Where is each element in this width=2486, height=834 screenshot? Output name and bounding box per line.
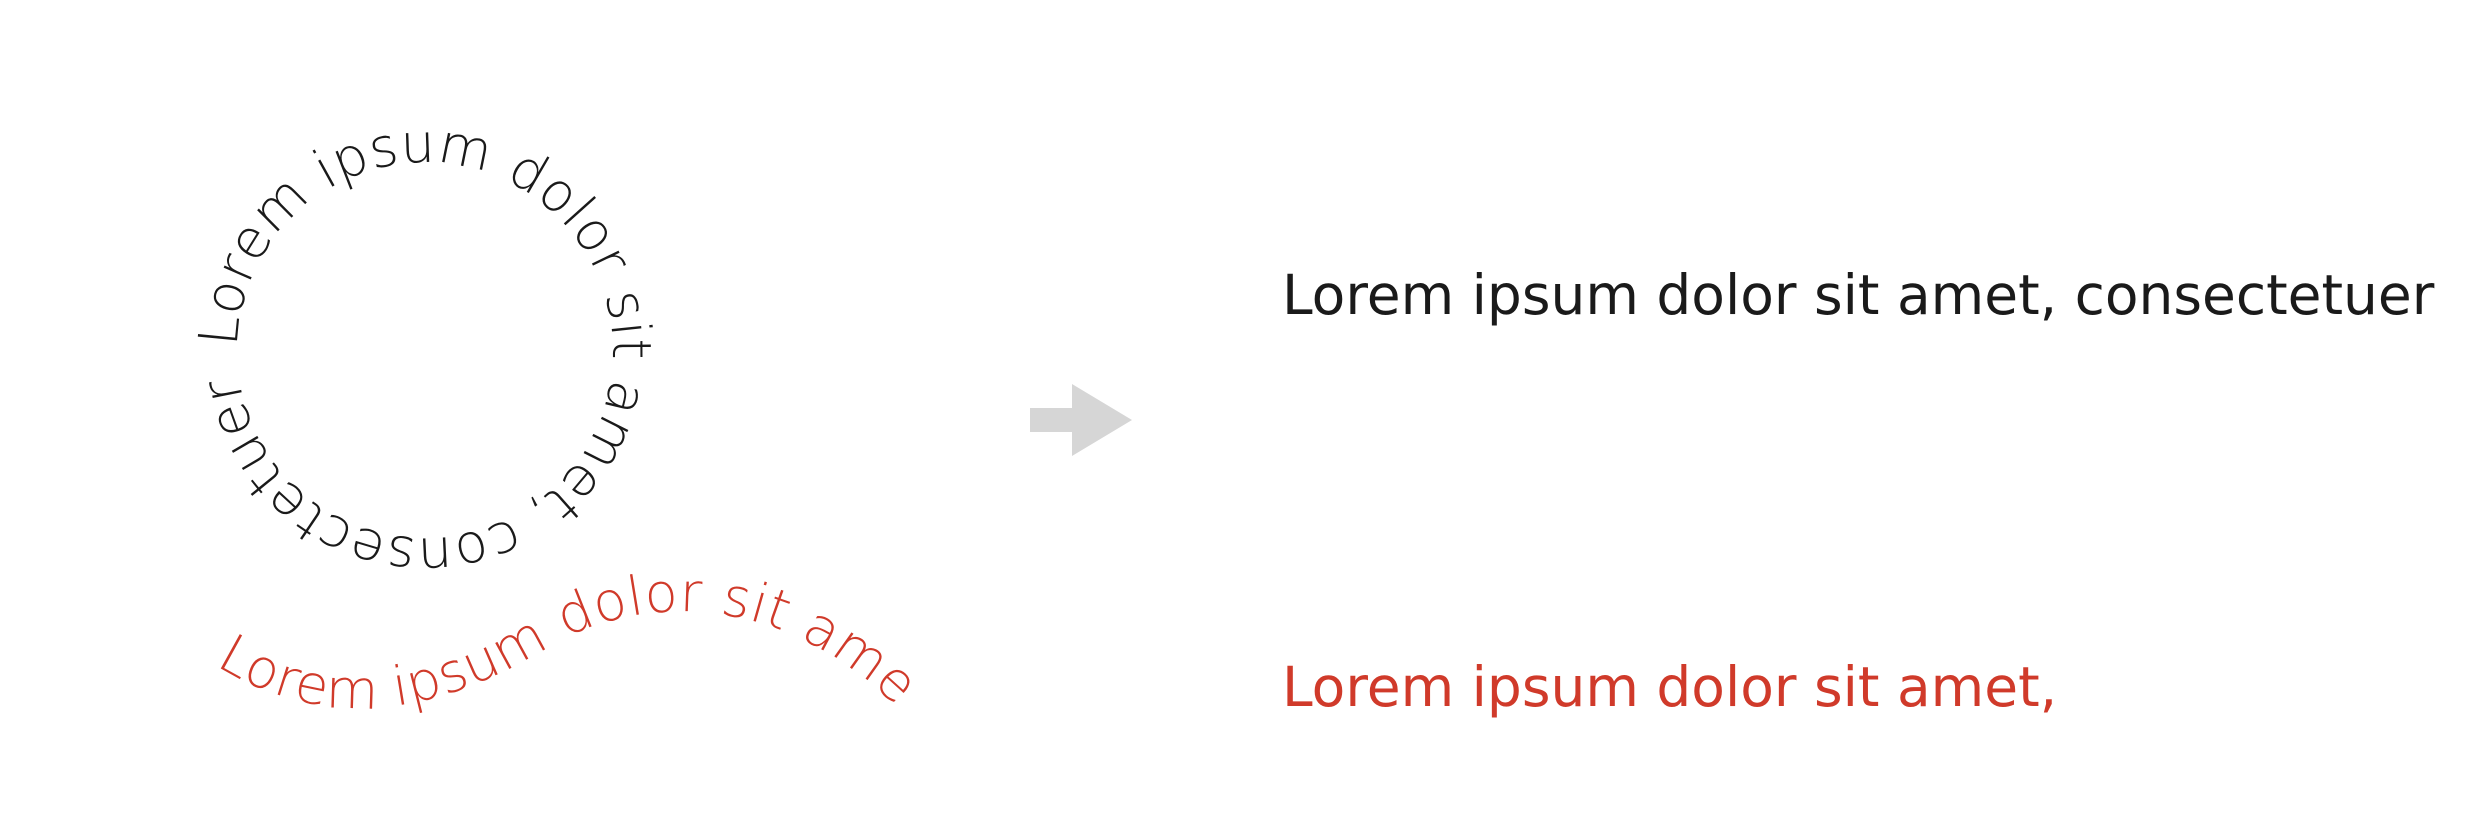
flat-text-black: Lorem ipsum dolor sit amet, consectetuer (1282, 263, 2435, 327)
right-arrow-icon (1030, 384, 1132, 456)
circle-text: Lorem ipsum dolor sit amet, consectetuer (187, 112, 663, 589)
wave-text-path: Lorem ipsum dolor sit amet, (0, 0, 930, 722)
circle-text-path: Lorem ipsum dolor sit amet, consectetuer (187, 112, 663, 589)
flat-text-red: Lorem ipsum dolor sit amet, (1282, 655, 2058, 719)
wave-text: Lorem ipsum dolor sit amet, (0, 0, 931, 722)
